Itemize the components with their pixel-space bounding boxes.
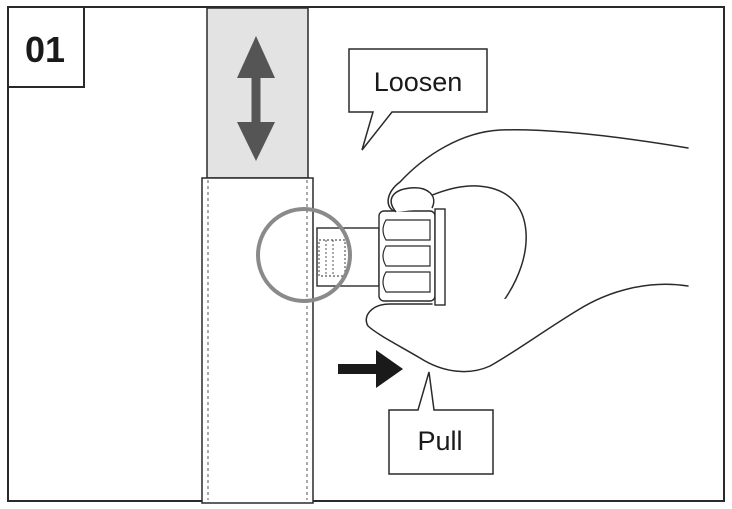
fingertips bbox=[390, 187, 435, 213]
loosen-callout: Loosen bbox=[348, 48, 488, 151]
double-headed-vertical-arrow-icon bbox=[237, 36, 275, 161]
right-arrow-icon bbox=[338, 350, 403, 388]
lower-strap bbox=[201, 177, 314, 504]
step-number: 01 bbox=[25, 29, 65, 70]
pull-callout: Pull bbox=[388, 371, 494, 475]
loosen-label: Loosen bbox=[374, 67, 463, 97]
step-badge: 01 bbox=[7, 6, 85, 88]
hand-illustration bbox=[365, 129, 689, 373]
pull-label: Pull bbox=[417, 426, 462, 456]
circle-highlight-icon bbox=[256, 207, 352, 303]
